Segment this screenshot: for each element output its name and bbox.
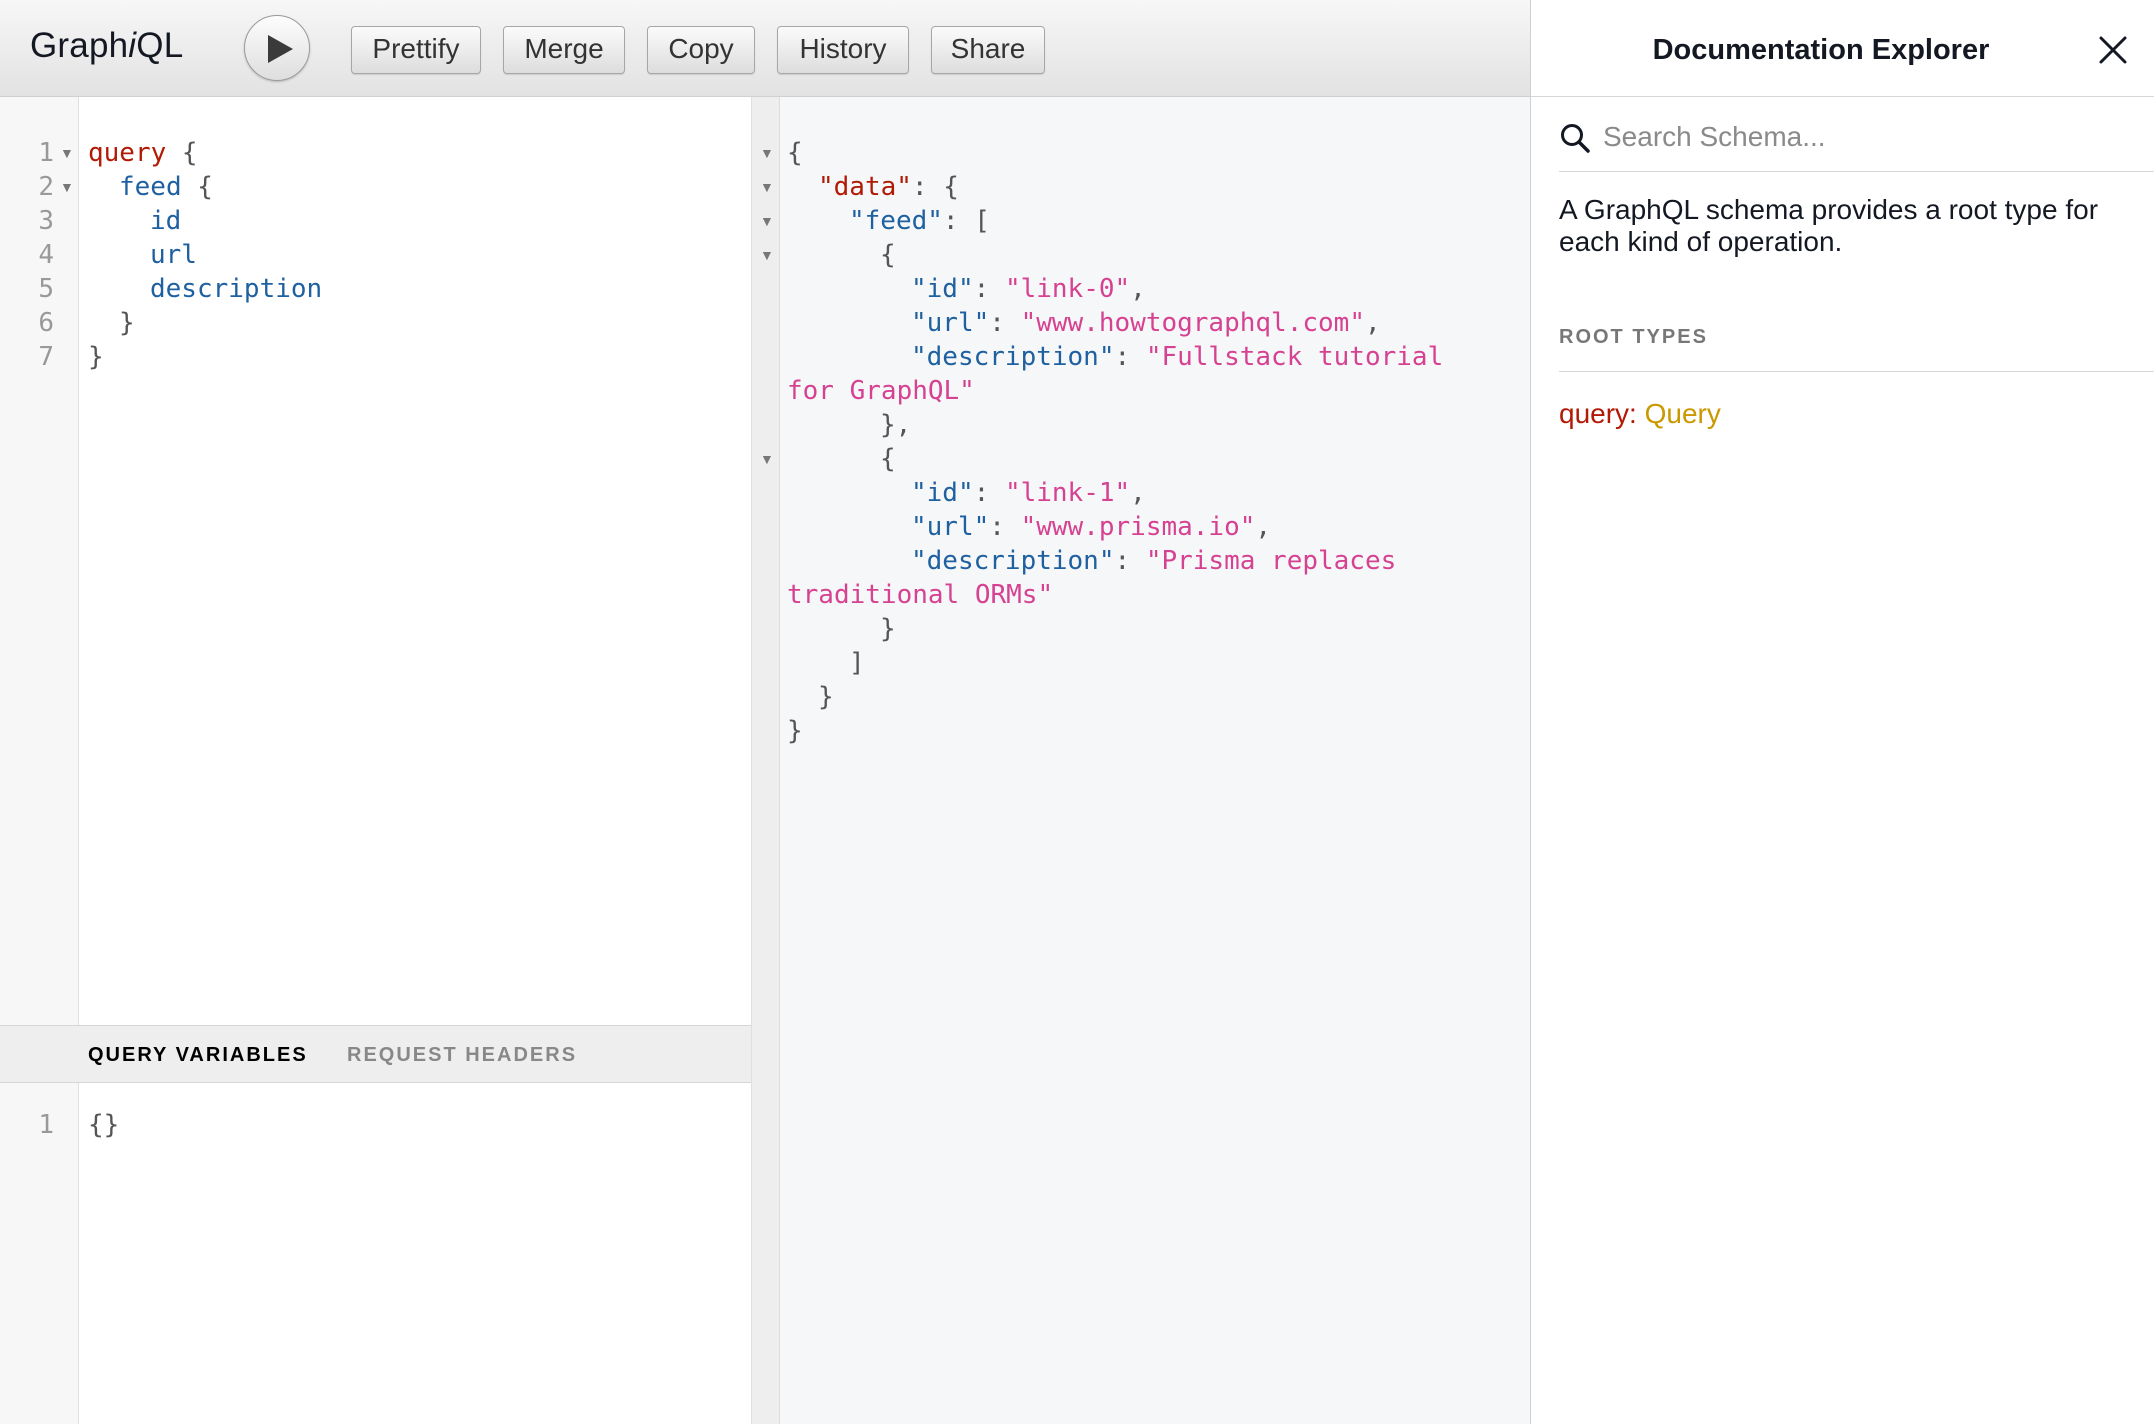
- line-number: 2: [38, 172, 54, 202]
- fold-arrow-icon[interactable]: ▼: [760, 247, 774, 263]
- result-line: {: [880, 240, 896, 270]
- result-line: for GraphQL": [787, 376, 975, 406]
- history-button[interactable]: History: [777, 26, 909, 74]
- result-line: "description": "Prisma replaces: [911, 546, 1397, 576]
- line-number: 5: [38, 274, 54, 304]
- fold-arrow-icon[interactable]: ▼: [60, 145, 74, 161]
- docs-description: A GraphQL schema provides a root type fo…: [1559, 194, 2099, 257]
- result-gutter: ▼ ▼ ▼ ▼ ▼: [752, 97, 780, 1424]
- search-icon: [1561, 124, 1590, 153]
- query-editor-pane: 1 2 3 4 5 6 7 ▼ ▼ query { feed { id url …: [0, 97, 752, 1424]
- code-line: feed {: [119, 172, 213, 202]
- result-line: }: [787, 716, 803, 746]
- line-number: 1: [38, 1110, 54, 1140]
- code-line: query {: [88, 138, 198, 168]
- root-types-heading: ROOT TYPES: [1559, 326, 1708, 348]
- result-line: },: [880, 410, 912, 440]
- search-schema-input[interactable]: [1601, 116, 2145, 158]
- code-line: id: [150, 206, 182, 236]
- close-docs-button[interactable]: [2097, 34, 2129, 66]
- result-line: ]: [849, 648, 865, 678]
- result-line: traditional ORMs": [787, 580, 1054, 610]
- docs-header: Documentation Explorer: [1531, 0, 2154, 97]
- execute-query-button[interactable]: [244, 15, 310, 81]
- result-line: }: [880, 614, 896, 644]
- toolbar: GraphiQL Prettify Merge Copy History Sha…: [0, 0, 1530, 97]
- copy-button[interactable]: Copy: [647, 26, 755, 74]
- line-number: 1: [38, 138, 54, 168]
- root-type-link[interactable]: Query: [1644, 398, 1721, 429]
- result-line: {: [880, 444, 896, 474]
- play-icon: [268, 35, 293, 63]
- query-editor-gutter: 1 2 3 4 5 6 7 ▼ ▼: [0, 97, 79, 1025]
- result-line: "description": "Fullstack tutorial: [911, 342, 1444, 372]
- result-line: "url": "www.prisma.io",: [911, 512, 1272, 542]
- line-number: 4: [38, 240, 54, 270]
- root-type-query: query: Query: [1559, 398, 1721, 429]
- docs-title: Documentation Explorer: [1652, 34, 1990, 66]
- variables-tab-bar: QUERY VARIABLES REQUEST HEADERS: [0, 1025, 751, 1083]
- merge-button[interactable]: Merge: [503, 26, 625, 74]
- docs-search: [1559, 112, 2154, 172]
- fold-arrow-icon[interactable]: ▼: [760, 145, 774, 161]
- code-line: url: [150, 240, 197, 270]
- fold-arrow-icon[interactable]: ▼: [760, 213, 774, 229]
- share-button[interactable]: Share: [931, 26, 1045, 74]
- variables-editor[interactable]: {}: [88, 1110, 120, 1140]
- divider: [1559, 371, 2154, 372]
- result-line: "url": "www.howtographql.com",: [911, 308, 1381, 338]
- fold-arrow-icon[interactable]: ▼: [760, 451, 774, 467]
- code-line: }: [88, 342, 104, 372]
- result-pane: ▼ ▼ ▼ ▼ ▼ { "data": { "feed": [ { "id": …: [752, 97, 1530, 1424]
- documentation-explorer: Documentation Explorer A GraphQL schema …: [1530, 0, 2154, 1424]
- result-line: "id": "link-0",: [911, 274, 1146, 304]
- line-number: 3: [38, 206, 54, 236]
- result-line: {: [787, 138, 803, 168]
- result-line: "id": "link-1",: [911, 478, 1146, 508]
- close-icon: [2099, 36, 2127, 64]
- line-number: 6: [38, 308, 54, 338]
- fold-arrow-icon[interactable]: ▼: [760, 179, 774, 195]
- tab-request-headers[interactable]: REQUEST HEADERS: [347, 1044, 578, 1066]
- graphiql-logo: GraphiQL: [30, 26, 184, 65]
- code-line: description: [150, 274, 323, 304]
- variables-editor-gutter: 1: [0, 1083, 79, 1424]
- tab-query-variables[interactable]: QUERY VARIABLES: [88, 1044, 308, 1066]
- prettify-button[interactable]: Prettify: [351, 26, 481, 74]
- fold-arrow-icon[interactable]: ▼: [60, 179, 74, 195]
- code-line: }: [119, 308, 135, 338]
- root-type-key: query: [1559, 398, 1630, 429]
- line-number: 7: [38, 342, 54, 372]
- result-line: }: [818, 682, 834, 712]
- result-line: "feed": [: [849, 206, 990, 236]
- result-line: "data": {: [818, 172, 959, 202]
